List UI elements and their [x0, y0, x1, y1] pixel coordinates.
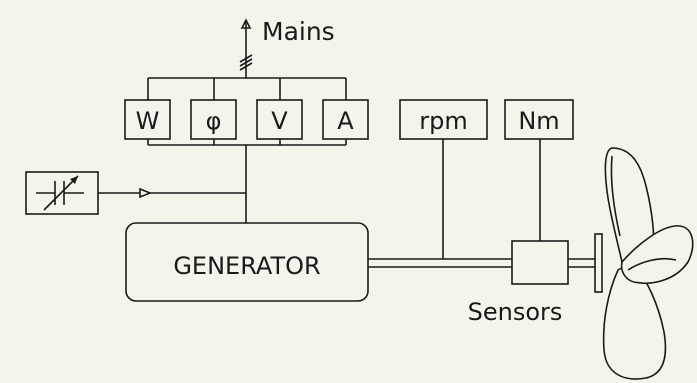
shaft: [368, 258, 597, 268]
mains-feed: Mains: [239, 17, 335, 78]
variable-arrow-line: [43, 175, 79, 211]
wattmeter-box: [124, 99, 171, 140]
control-signal-arrow-icon: [139, 187, 153, 199]
variable-arrow-icon: [70, 176, 78, 184]
ammeter: A: [322, 99, 369, 140]
rpm-meter-box: [399, 99, 488, 140]
wattmeter-label: W: [136, 107, 160, 135]
meter-bus: [147, 77, 347, 146]
torque-meter-label: Nm: [518, 107, 559, 135]
three-phase-tick-2: [239, 58, 253, 67]
rpm-meter: rpm: [399, 99, 488, 259]
ammeter-box: [322, 99, 369, 140]
mains-label: Mains: [262, 17, 335, 46]
phase-meter-label: φ: [206, 107, 222, 135]
control-signal: [98, 187, 246, 199]
variable-capacitor: [25, 171, 99, 215]
sensor-housing: Sensors: [468, 240, 569, 326]
propeller-icon: [594, 147, 694, 380]
voltmeter-box: [256, 99, 303, 140]
mains-arrow-icon: [240, 18, 252, 29]
propeller-side-blade: [620, 225, 694, 284]
torque-meter-box: [504, 99, 574, 140]
ammeter-label: A: [337, 107, 354, 135]
propeller-blade-edge: [627, 257, 677, 271]
generator: GENERATOR: [125, 222, 369, 302]
wattmeter: W: [124, 99, 171, 140]
phase-meter: φ: [190, 99, 237, 140]
generator-box: [125, 222, 369, 302]
propeller-lower-blade: [602, 266, 667, 380]
voltmeter: V: [256, 99, 303, 140]
rpm-meter-label: rpm: [419, 107, 467, 135]
propeller-upper-blade-edge: [610, 155, 621, 237]
phase-meter-box: [190, 99, 237, 140]
sensors-label: Sensors: [468, 298, 563, 326]
voltmeter-label: V: [271, 107, 288, 135]
sensor-housing-box: [511, 240, 569, 285]
torque-meter: Nm: [504, 99, 574, 241]
three-phase-tick-1: [239, 54, 253, 63]
three-phase-tick-3: [239, 62, 253, 71]
generator-label: GENERATOR: [173, 252, 320, 280]
propeller-hub-plate: [594, 233, 603, 293]
